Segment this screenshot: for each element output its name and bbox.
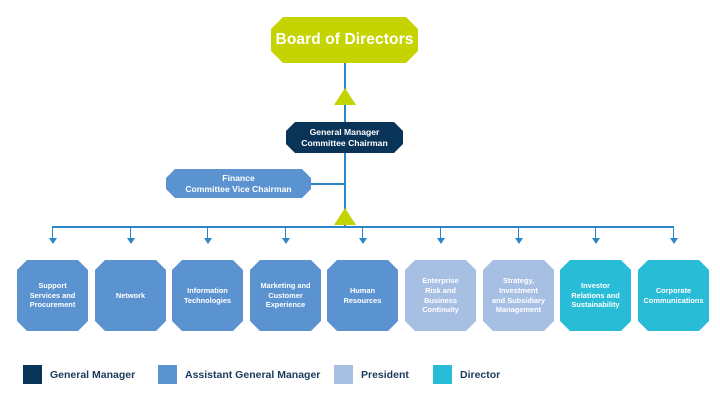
department-label-line: and Subsidiary <box>492 295 545 305</box>
board-label: Board of Directors <box>275 31 414 48</box>
arrow-down-icon <box>514 238 523 244</box>
department-label-line: Continuity <box>422 305 459 315</box>
board-of-directors-box: Board of Directors <box>271 17 418 63</box>
legend-swatch <box>334 365 353 384</box>
department-label-line: Technologies <box>183 295 232 305</box>
department-label-line: Resources <box>343 295 382 305</box>
gm-title: General Manager <box>309 126 380 137</box>
legend-general-manager: General Manager <box>23 365 135 384</box>
department-label-line: Procurement <box>29 300 76 310</box>
connector-drop <box>361 226 364 238</box>
department-label-line: Investment <box>498 285 538 295</box>
finance-title: Finance <box>222 172 255 183</box>
gm-subtitle: Committee Chairman <box>301 137 388 148</box>
connector-finance-stub <box>311 183 345 185</box>
department-label-line: Strategy, <box>502 276 535 286</box>
department-label-line: Enterprise <box>422 276 459 286</box>
department-label-line: Services and <box>29 290 76 300</box>
arrow-down-icon <box>669 238 678 244</box>
arrow-down-icon <box>591 238 600 244</box>
arrow-down-icon <box>281 238 290 244</box>
horizontal-bus <box>53 226 674 228</box>
finance-committee-box: Finance Committee Vice Chairman <box>166 169 311 198</box>
connector-drop <box>51 226 54 238</box>
arrow-down-icon <box>436 238 445 244</box>
arrow-down-icon <box>358 238 367 244</box>
legend-label: General Manager <box>50 368 136 381</box>
department-label-line: Network <box>115 290 146 300</box>
connector-gm-to-bus <box>344 153 346 227</box>
arrow-down-icon <box>126 238 135 244</box>
legend-label: President <box>361 368 409 381</box>
triangle-marker-upper <box>334 88 356 105</box>
department-label-line: Communications <box>643 295 704 305</box>
legend-assistant-general-manager: Assistant General Manager <box>158 365 320 384</box>
department-label-line: Corporate <box>655 285 692 295</box>
connector-drop <box>439 226 442 238</box>
department-label-line: Experience <box>265 300 306 310</box>
connector-drop <box>517 226 520 238</box>
general-manager-box: General Manager Committee Chairman <box>286 122 403 153</box>
department-label-line: Management <box>495 305 542 315</box>
department-label-line: Business <box>424 295 457 305</box>
department-label-line: Relations and <box>571 290 620 300</box>
legend-label: Assistant General Manager <box>185 368 321 381</box>
department-label-line: Support <box>38 281 67 291</box>
legend-director: Director <box>433 365 500 384</box>
legend-president: President <box>334 365 409 384</box>
arrow-down-icon <box>203 238 212 244</box>
connector-drop <box>594 226 597 238</box>
department-label-line: Marketing and <box>260 281 311 291</box>
connector-drop <box>206 226 209 238</box>
department-label-line: Information <box>187 285 228 295</box>
department-label-line: Sustainability <box>571 300 620 310</box>
connector-drop <box>284 226 287 238</box>
department-box: Network <box>95 260 166 331</box>
department-label-line: Human <box>349 285 376 295</box>
arrow-down-icon <box>48 238 57 244</box>
triangle-marker-lower <box>334 208 356 225</box>
legend-label: Director <box>460 368 501 381</box>
legend-swatch <box>23 365 42 384</box>
finance-subtitle: Committee Vice Chairman <box>185 183 292 194</box>
department-label-line: Investor <box>581 281 610 291</box>
legend-swatch <box>158 365 177 384</box>
legend-swatch <box>433 365 452 384</box>
connector-drop <box>672 226 675 238</box>
connector-drop <box>129 226 132 238</box>
department-label-line: Customer <box>268 290 303 300</box>
department-label-line: Risk and <box>425 285 456 295</box>
